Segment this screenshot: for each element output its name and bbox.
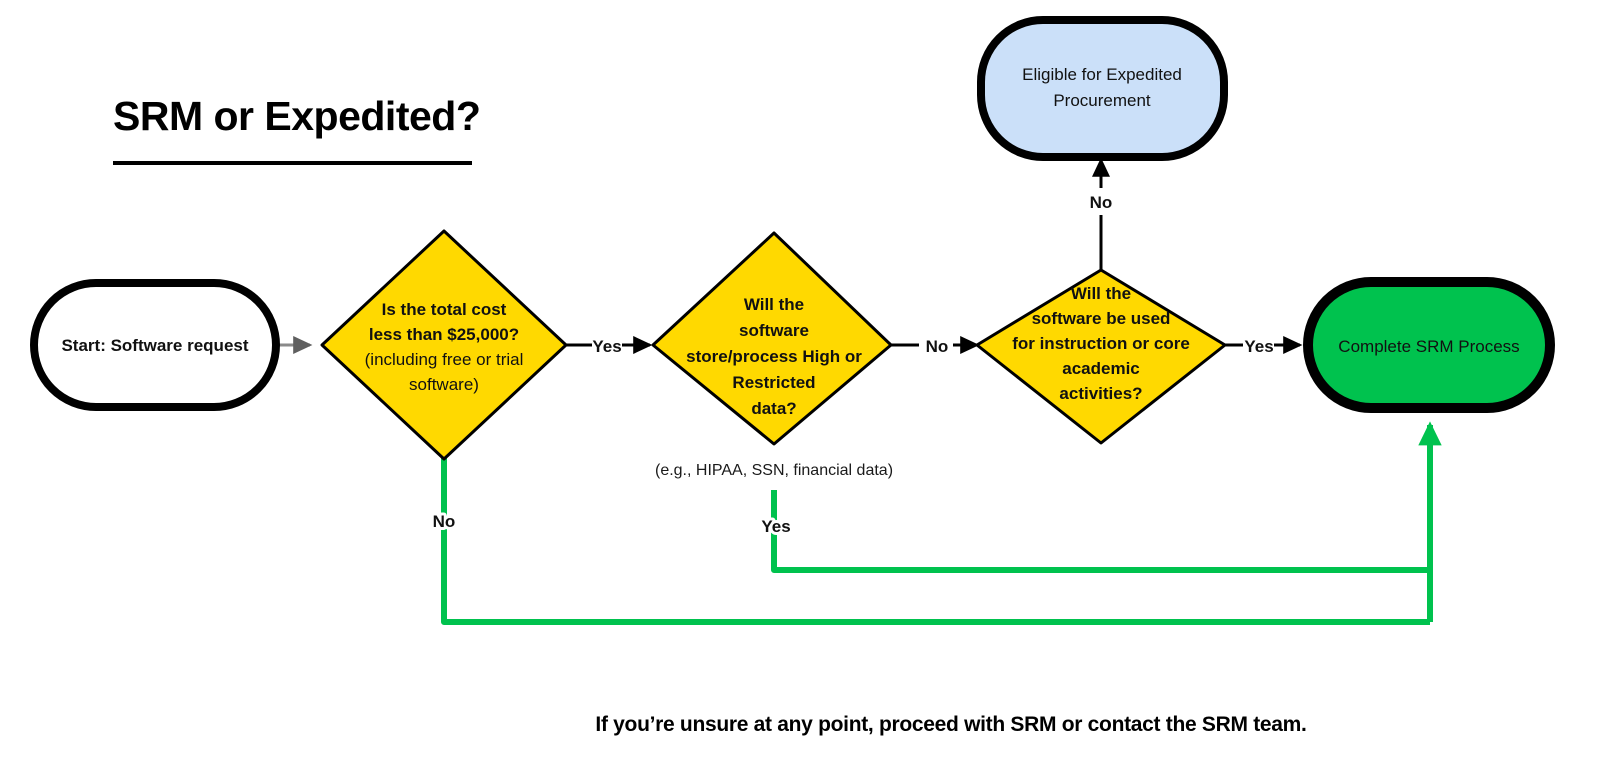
node-srm-label: Complete SRM Process bbox=[1338, 337, 1519, 356]
node-decision-cost-sub-1: (including free or trial bbox=[365, 350, 524, 369]
node-start-label: Start: Software request bbox=[61, 336, 248, 355]
node-decision-data-line-1: Will the bbox=[744, 295, 804, 314]
edge-academic-no-to-expedited: No bbox=[1090, 157, 1113, 270]
node-decision-cost-sub-2: software) bbox=[409, 375, 479, 394]
node-srm[interactable]: Complete SRM Process bbox=[1303, 277, 1555, 413]
footer-note: If you’re unsure at any point, proceed w… bbox=[595, 713, 1306, 736]
edge-data-no-to-academic: No bbox=[891, 335, 980, 356]
node-decision-academic-line-2: software be used bbox=[1032, 309, 1171, 328]
edge-cost-no-to-srm: No bbox=[430, 455, 1430, 625]
edge-label-no-cost: No bbox=[433, 512, 456, 531]
edge-cost-yes-to-data: Yes bbox=[566, 335, 653, 356]
page-title: SRM or Expedited? bbox=[113, 93, 480, 139]
edge-label-no-academic: No bbox=[1090, 193, 1113, 212]
annotation-data-examples: (e.g., HIPAA, SSN, financial data) bbox=[655, 462, 893, 479]
node-expedited-line-1: Eligible for Expedited bbox=[1022, 65, 1182, 84]
node-decision-cost-line-2: less than $25,000? bbox=[369, 325, 519, 344]
node-decision-data-line-3: store/process High or bbox=[686, 347, 862, 366]
edge-label-yes-academic: Yes bbox=[1244, 337, 1273, 356]
node-decision-data[interactable]: Will the software store/process High or … bbox=[651, 231, 893, 446]
node-decision-cost-line-1: Is the total cost bbox=[382, 300, 507, 319]
node-decision-academic-line-4: academic bbox=[1062, 359, 1140, 378]
node-start[interactable]: Start: Software request bbox=[30, 279, 280, 411]
edge-academic-yes-to-srm: Yes bbox=[1225, 335, 1303, 356]
node-decision-academic[interactable]: Will the software be used for instructio… bbox=[975, 268, 1227, 445]
edge-data-yes-to-srm: Yes bbox=[758, 490, 1430, 573]
edge-label-no-data: No bbox=[926, 337, 949, 356]
node-decision-data-line-5: data? bbox=[751, 399, 796, 418]
node-expedited-line-2: Procurement bbox=[1053, 91, 1151, 110]
node-expedited[interactable]: Eligible for Expedited Procurement bbox=[977, 16, 1228, 161]
node-decision-data-line-2: software bbox=[739, 321, 809, 340]
edge-label-yes-data: Yes bbox=[761, 517, 790, 536]
node-decision-data-line-4: Restricted bbox=[732, 373, 815, 392]
node-decision-cost[interactable]: Is the total cost less than $25,000? (in… bbox=[320, 229, 568, 461]
edge-label-yes-cost: Yes bbox=[592, 337, 621, 356]
node-decision-academic-line-1: Will the bbox=[1071, 284, 1131, 303]
node-decision-academic-line-5: activities? bbox=[1059, 384, 1142, 403]
node-decision-academic-line-3: for instruction or core bbox=[1012, 334, 1190, 353]
